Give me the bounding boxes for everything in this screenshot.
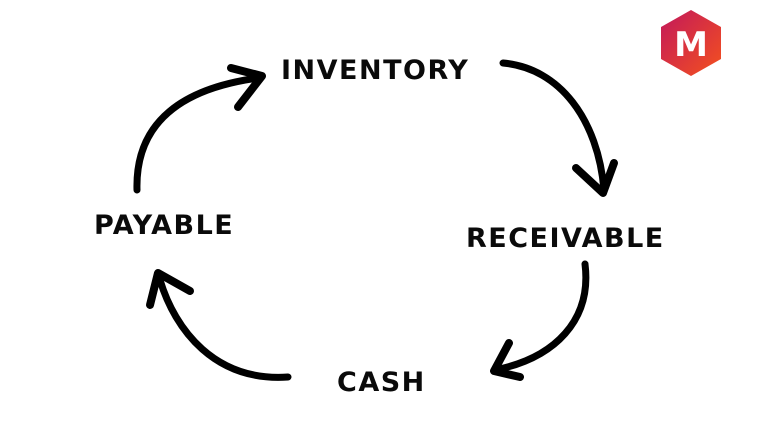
brand-logo: M (658, 8, 724, 78)
arrow-cash-to-payable (146, 269, 292, 381)
hexagon-logo-icon: M (661, 10, 721, 76)
node-inventory: INVENTORY (281, 55, 470, 86)
arrow-receivable-to-cash (490, 260, 590, 381)
node-receivable: RECEIVABLE (466, 223, 665, 254)
arrow-inventory-to-receivable (499, 59, 618, 197)
arrow-payable-to-inventory (133, 64, 266, 194)
node-cash: CASH (337, 367, 426, 398)
node-payable: PAYABLE (94, 210, 235, 241)
logo-letter: M (674, 25, 708, 65)
